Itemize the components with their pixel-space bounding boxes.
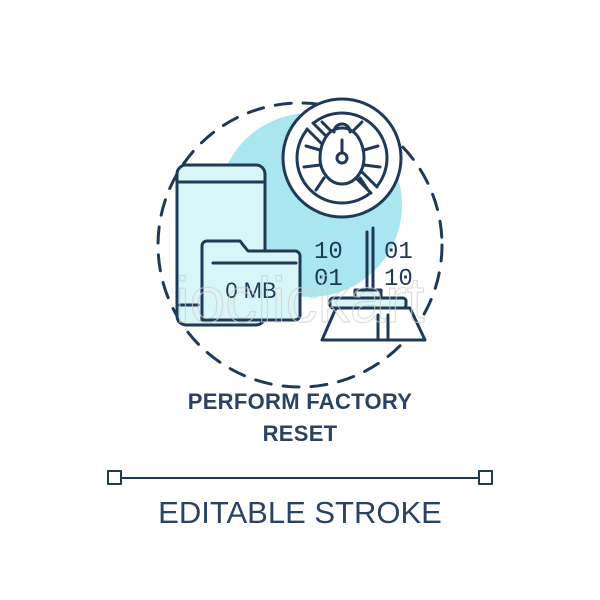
folder-size-label: 0 MB	[225, 278, 276, 303]
title-line-2: RESET	[262, 421, 338, 446]
binary-text: 10	[384, 266, 413, 293]
editable-stroke-line	[107, 470, 493, 485]
binary-text: 10	[314, 239, 343, 266]
binary-code-icon: 10 01 01 10	[314, 239, 413, 293]
binary-text: 01	[384, 239, 413, 266]
title-line-1: PERFORM FACTORY	[187, 389, 413, 414]
folder-icon: 0 MB	[200, 239, 302, 322]
broom-icon	[320, 226, 427, 342]
dashed-ring	[156, 101, 444, 389]
binary-text: 01	[314, 266, 343, 293]
footer-label: EDITABLE STROKE	[158, 495, 442, 530]
watermark: ioclickart	[176, 264, 425, 336]
no-bug-icon	[281, 97, 403, 219]
